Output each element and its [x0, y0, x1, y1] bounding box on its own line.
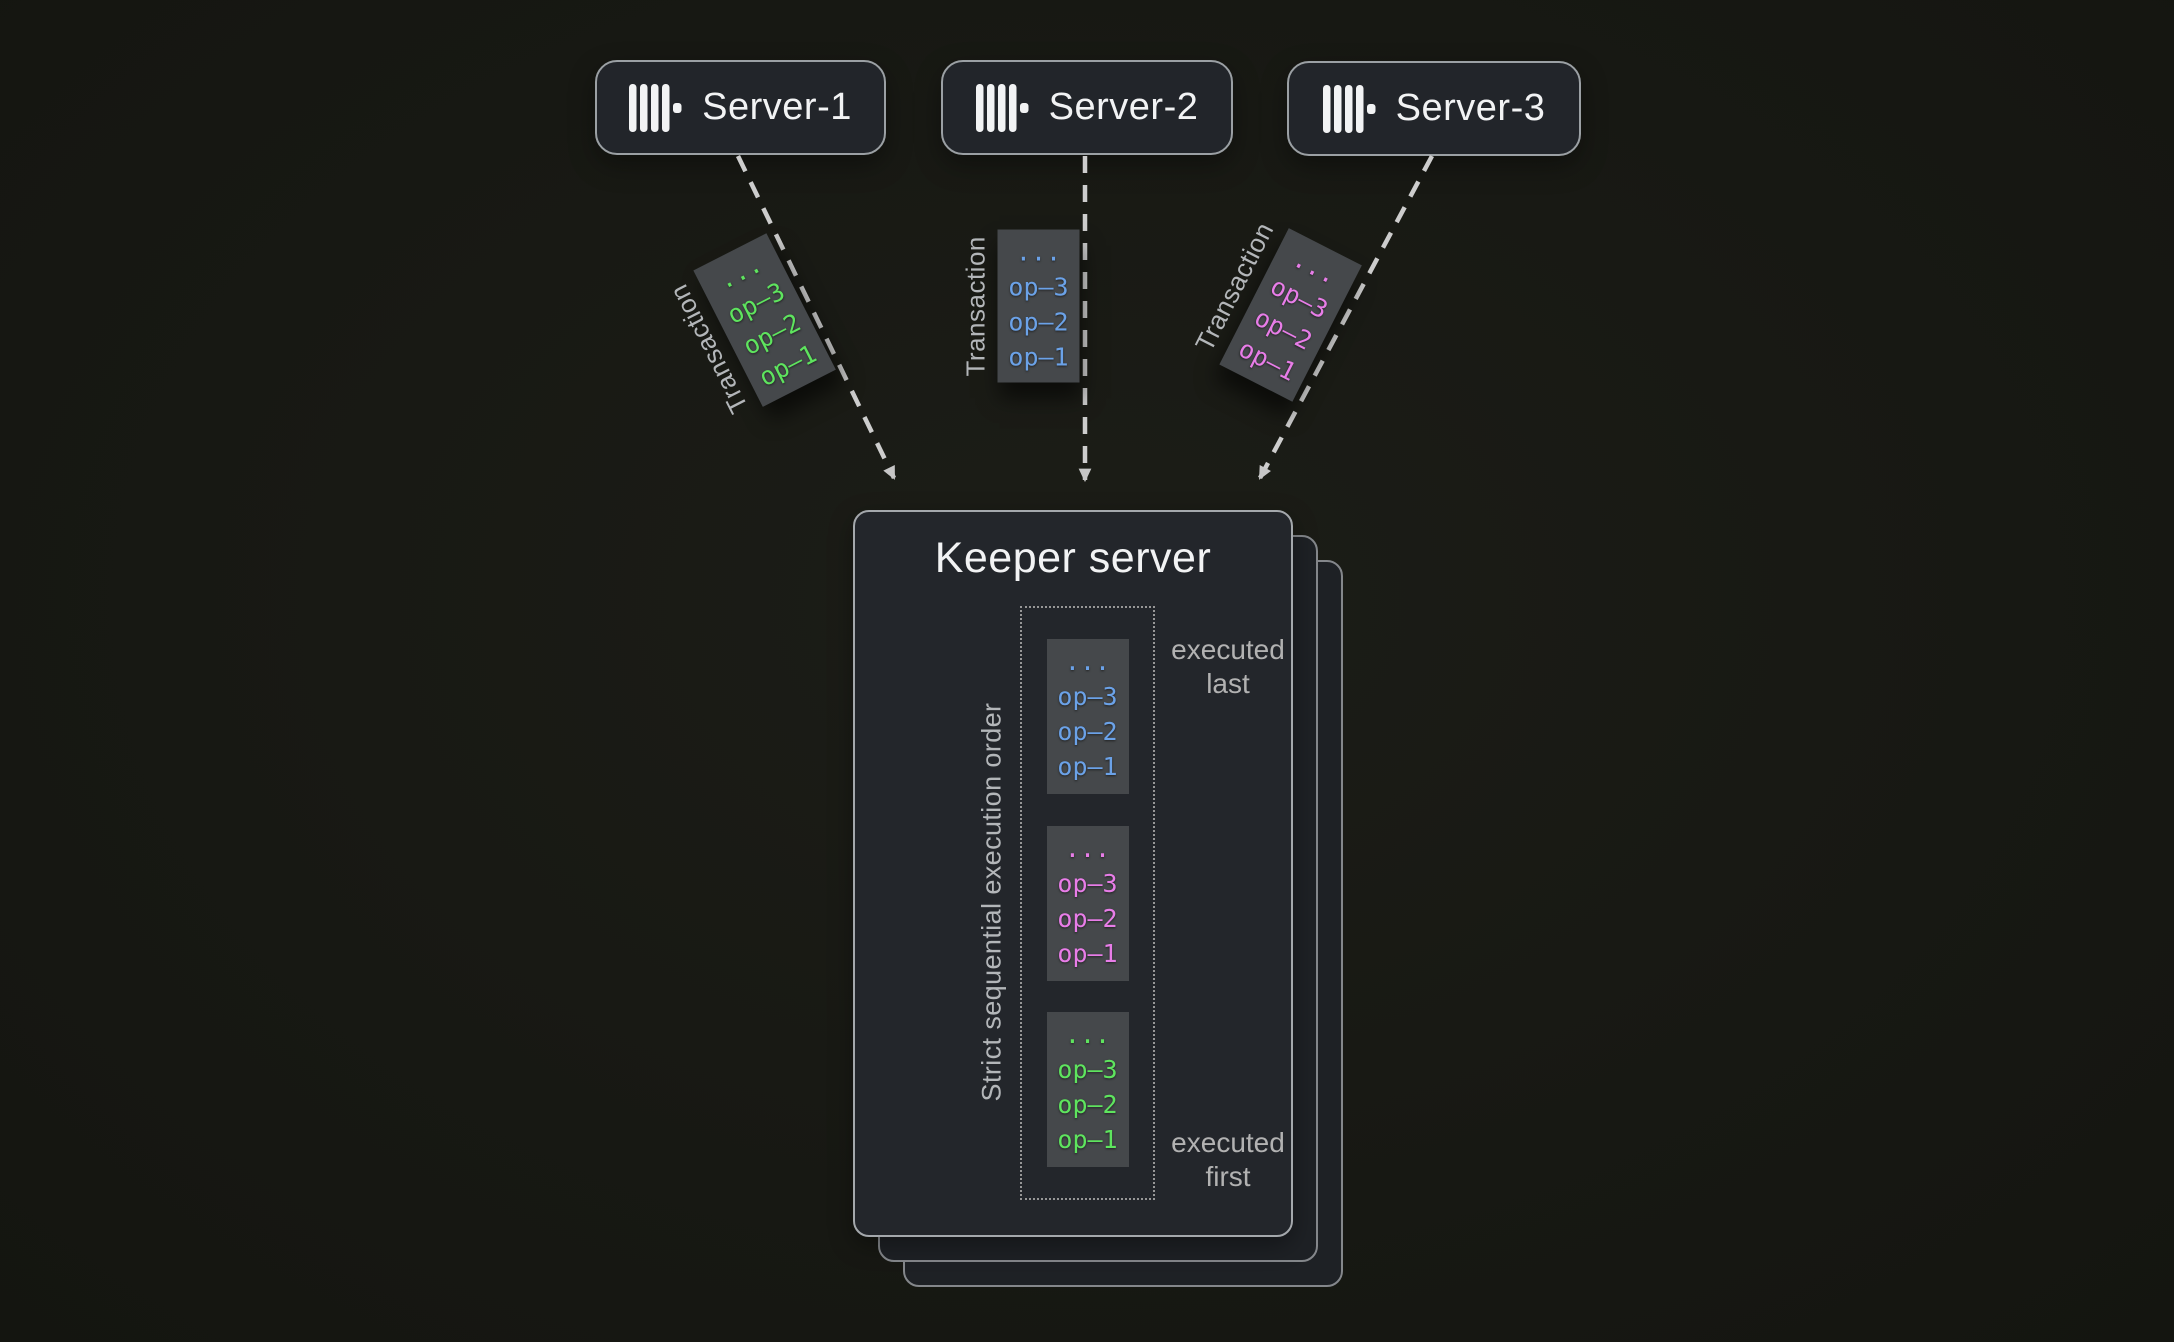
keeper-server-panel: Keeper server Strict sequential executio… — [853, 510, 1293, 1237]
keeper-title: Keeper server — [934, 534, 1212, 582]
transaction-card-server-2: Transaction ... op–3 op–2 op–1 — [960, 229, 1080, 383]
op-line: op–3 — [1057, 868, 1118, 898]
op-line: op–2 — [1057, 903, 1118, 933]
op-line: op–2 — [1057, 717, 1118, 747]
dashed-connector-server-3 — [1258, 154, 1434, 480]
op-line: ... — [1064, 647, 1111, 677]
server-label: Server-1 — [702, 86, 852, 128]
clickhouse-bars-icon — [629, 83, 682, 132]
executed-first-annotation: executed first — [1171, 1127, 1285, 1192]
transaction-ops-box: ... op–3 op–2 op–1 — [997, 229, 1080, 383]
op-line: op–2 — [1008, 307, 1069, 337]
op-line: op–1 — [1057, 752, 1118, 782]
server-label: Server-3 — [1395, 87, 1546, 129]
execution-order-label: Strict sequential execution order — [976, 702, 1007, 1102]
clickhouse-bars-icon — [1322, 84, 1376, 133]
server-3-node: Server-3 — [1287, 61, 1581, 156]
op-line: ... — [1015, 237, 1062, 267]
op-line: ... — [1064, 833, 1111, 863]
op-line: ... — [1064, 1019, 1111, 1049]
op-line: op–1 — [1057, 938, 1118, 968]
executed-last-annotation: executed last — [1171, 634, 1285, 699]
op-line: op–3 — [1057, 1054, 1118, 1084]
clickhouse-bars-icon — [975, 83, 1029, 132]
op-line: op–3 — [1008, 272, 1069, 302]
transaction-label: Transaction — [960, 235, 991, 377]
op-line: op–1 — [1008, 342, 1069, 372]
op-line: op–2 — [1057, 1089, 1118, 1119]
server-1-node: Server-1 — [595, 60, 886, 155]
queue-block-executed-last: ... op–3 op–2 op–1 — [1046, 639, 1129, 795]
queue-block-middle: ... op–3 op–2 op–1 — [1046, 825, 1129, 981]
op-line: op–3 — [1057, 682, 1118, 712]
dashed-connector-server-1 — [735, 155, 897, 480]
server-label: Server-2 — [1048, 86, 1199, 128]
queue-block-executed-first: ... op–3 op–2 op–1 — [1046, 1011, 1129, 1167]
execution-queue: ... op–3 op–2 op–1 ... op–3 op–2 op–1 ..… — [1020, 606, 1155, 1200]
op-line: op–1 — [1057, 1124, 1118, 1154]
server-2-node: Server-2 — [941, 60, 1233, 155]
